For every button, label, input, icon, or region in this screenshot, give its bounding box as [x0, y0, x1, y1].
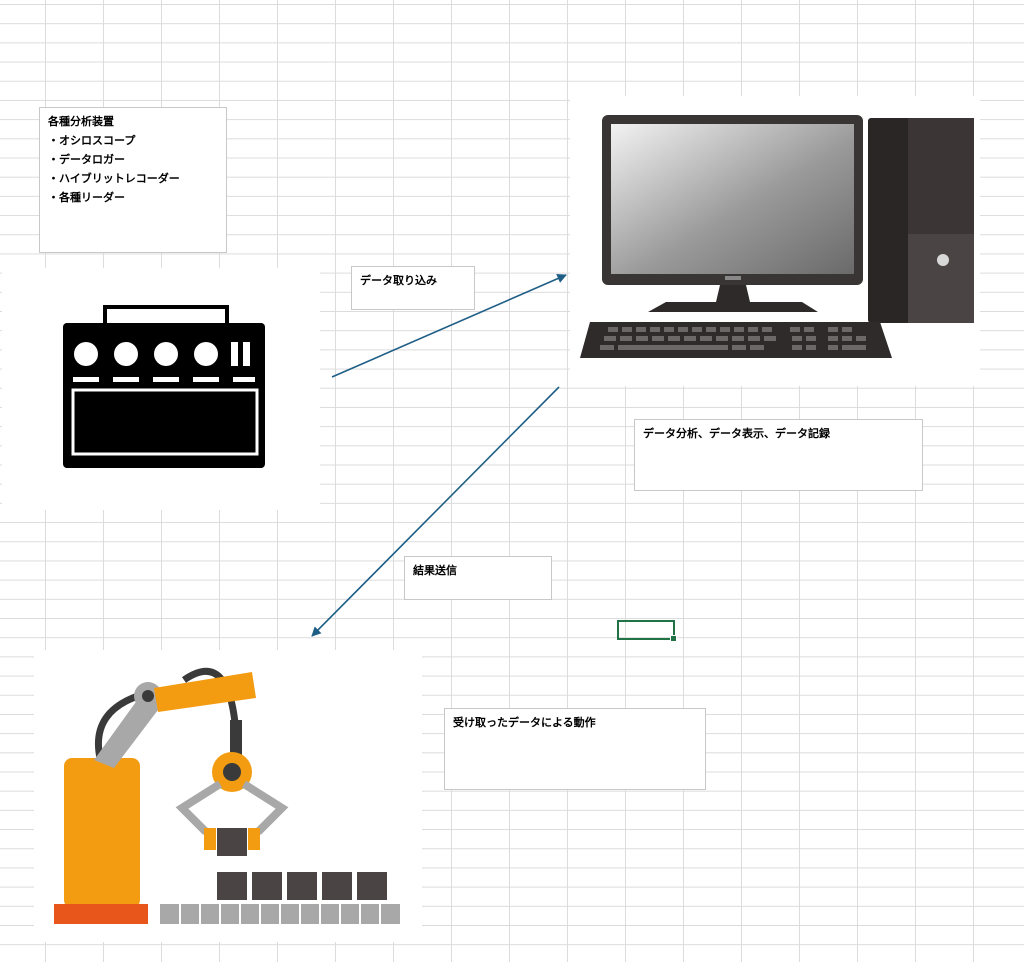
selected-cell[interactable]	[617, 620, 677, 642]
desktop-computer-icon	[580, 115, 974, 358]
send-textbox[interactable]: 結果送信	[404, 556, 552, 600]
devices-item: ・ハイブリットレコーダー	[48, 172, 180, 185]
computer-picture[interactable]	[570, 96, 980, 386]
devices-item: ・データロガー	[48, 153, 125, 166]
analysis-label: データ分析、データ表示、データ記録	[643, 427, 830, 440]
analysis-textbox[interactable]: データ分析、データ表示、データ記録	[634, 419, 923, 491]
devices-item: ・各種リーダー	[48, 191, 125, 204]
devices-item: ・オシロスコープ	[48, 134, 136, 147]
devices-textbox[interactable]: 各種分析装置 ・オシロスコープ ・データロガー ・ハイブリットレコーダー ・各種…	[39, 107, 227, 253]
measurement-device-icon	[63, 305, 265, 468]
operation-label: 受け取ったデータによる動作	[453, 716, 596, 729]
send-label: 結果送信	[413, 564, 457, 577]
measurement-device-picture[interactable]	[2, 268, 320, 510]
import-label: データ取り込み	[360, 274, 437, 287]
robot-arm-picture[interactable]	[34, 650, 422, 942]
robot-arm-icon	[54, 667, 400, 924]
devices-title: 各種分析装置	[48, 115, 114, 128]
import-textbox[interactable]: データ取り込み	[351, 266, 475, 310]
operation-textbox[interactable]: 受け取ったデータによる動作	[444, 708, 706, 790]
